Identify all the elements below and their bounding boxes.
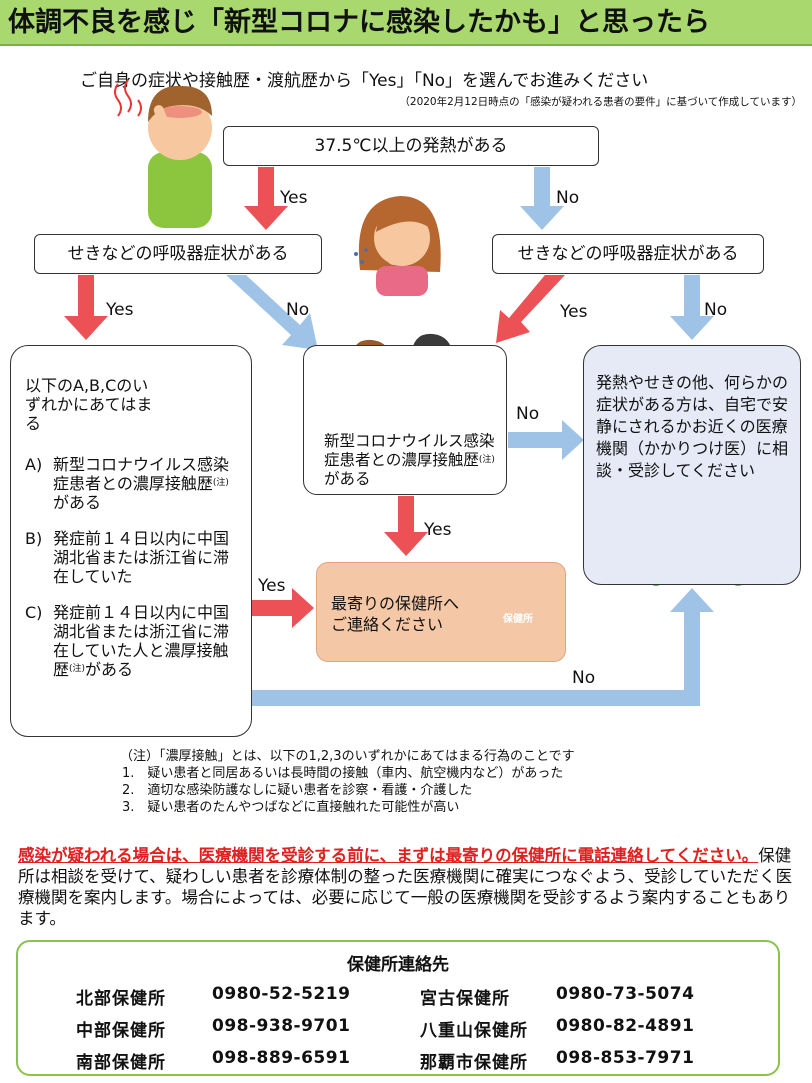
health-center-box: 最寄りの保健所へ ご連絡ください	[316, 562, 566, 662]
label-yes: Yes	[424, 520, 452, 540]
abc-letter: A)	[25, 455, 43, 474]
abc-heading: 以下のA,B,Cのいずれかにあてはまる	[25, 376, 153, 433]
question-cough-right: せきなどの呼吸器症状がある	[492, 234, 764, 274]
arrow-yes-fever	[244, 167, 288, 230]
intro-text: ご自身の症状や接触歴・渡航歴から「Yes」「No」を選んでお進みください	[80, 71, 649, 91]
abc-text: 発症前１４日以内に中国湖北省または浙江省に滞在していた人と濃厚接触歴	[53, 603, 230, 679]
label-no: No	[556, 188, 580, 208]
contact-name: 南部保健所	[76, 1053, 166, 1073]
arrow-no-fever	[520, 167, 564, 230]
arrow-no-abc	[252, 588, 714, 706]
label-no: No	[516, 404, 540, 424]
warning-red-text: 感染が疑われる場合は、医療機関を受診する前に、まずは最寄りの保健所に電話連絡して…	[18, 846, 759, 865]
health-center-contacts: 保健所連絡先 北部保健所 0980-52-5219 宮古保健所 0980-73-…	[16, 940, 780, 1076]
contact-row: 宮古保健所 0980-73-5074	[420, 984, 694, 1009]
contact-name: 八重山保健所	[420, 1021, 528, 1041]
footnote-item: 1. 疑い患者と同居あるいは長時間の接触（車内、航空機内など）があった	[122, 766, 564, 781]
health-center-sign: 保健所	[503, 614, 533, 625]
note-mark: (注)	[69, 664, 86, 674]
other-symptoms-box: 発熱やせきの他、何らかの症状がある方は、自宅で安静にされるかお近くの医療機関（か…	[583, 345, 801, 585]
contact-row: 那覇市保健所 098-853-7971	[420, 1048, 694, 1073]
footnote: （注）「濃厚接触」とは、以下の1,2,3のいずれかにあてはまる行為のことです 1…	[120, 748, 575, 816]
question-cough-left: せきなどの呼吸器症状がある	[34, 234, 322, 274]
question-fever: 37.5℃以上の発熱がある	[223, 126, 599, 166]
contact-row: 中部保健所 098-938-9701	[76, 1016, 350, 1041]
arrow-yes-cough-right	[496, 275, 565, 343]
arrow-no-cough-right	[670, 275, 714, 340]
arrow-yes-abc	[252, 588, 314, 628]
coughing-woman-illustration	[354, 196, 441, 296]
page-title: 体調不良を感じ「新型コロナに感染したかも」と思ったら	[0, 0, 812, 46]
label-yes: Yes	[258, 576, 286, 596]
note-mark: (注)	[212, 478, 229, 488]
abc-letter: C)	[25, 603, 43, 622]
contact-phone: 0980-73-5074	[556, 984, 695, 1004]
contact-name: 中部保健所	[76, 1021, 166, 1041]
arrow-yes-cough-left	[64, 275, 108, 340]
arrow-yes-contact	[384, 496, 428, 556]
arrow-no-cough-left	[226, 275, 318, 350]
contact-phone: 0980-52-5219	[212, 984, 351, 1004]
abc-text: 新型コロナウイルス感染症患者との濃厚接触歴	[53, 455, 230, 493]
arrow-no-contact	[508, 420, 584, 460]
footnote-item: 2. 適切な感染防護なしに疑い患者を診察・看護・介護した	[122, 783, 473, 798]
other-symptoms-text: 発熱やせきの他、何らかの症状がある方は、自宅で安静にされるかお近くの医療機関（か…	[596, 373, 789, 480]
contact-name: 北部保健所	[76, 989, 166, 1009]
label-no: No	[286, 300, 310, 320]
health-center-line1: 最寄りの保健所へ	[331, 594, 460, 613]
abc-tail: がある	[53, 493, 102, 512]
contacts-title: 保健所連絡先	[347, 955, 449, 975]
abc-item-b: B) 発症前１４日以内に中国湖北省または浙江省に滞在していた	[25, 529, 241, 586]
abc-item-c: C) 発症前１４日以内に中国湖北省または浙江省に滞在していた人と濃厚接触歴(注)…	[25, 603, 241, 679]
contact-phone: 098-938-9701	[212, 1016, 351, 1036]
warning-paragraph: 感染が疑われる場合は、医療機関を受診する前に、まずは最寄りの保健所に電話連絡して…	[18, 845, 798, 929]
contact-history-box: 新型コロナウイルス感染症患者との濃厚接触歴(注) がある	[303, 345, 507, 495]
contact-tail: がある	[324, 470, 371, 488]
abc-letter: B)	[25, 529, 43, 548]
label-no: No	[704, 300, 728, 320]
fever-man-illustration	[114, 79, 212, 228]
footnote-heading: （注）「濃厚接触」とは、以下の1,2,3のいずれかにあてはまる行為のことです	[120, 749, 575, 764]
abc-criteria-box: 以下のA,B,Cのいずれかにあてはまる A) 新型コロナウイルス感染症患者との濃…	[10, 345, 252, 737]
label-yes: Yes	[280, 188, 308, 208]
health-center-line2: ご連絡ください	[331, 615, 444, 634]
abc-item-a: A) 新型コロナウイルス感染症患者との濃厚接触歴(注) がある	[25, 455, 241, 512]
contact-phone: 098-853-7971	[556, 1048, 695, 1068]
contact-name: 宮古保健所	[420, 989, 510, 1009]
contact-name: 那覇市保健所	[420, 1053, 528, 1073]
contact-row: 南部保健所 098-889-6591	[76, 1048, 350, 1073]
label-no: No	[572, 668, 596, 688]
abc-tail: がある	[85, 660, 134, 679]
contact-phone: 0980-82-4891	[556, 1016, 695, 1036]
date-note: （2020年2月12日時点の「感染が疑われる患者の要件」に基づいて作成しています…	[399, 96, 802, 108]
contact-row: 八重山保健所 0980-82-4891	[420, 1016, 694, 1041]
label-yes: Yes	[560, 302, 588, 322]
footnote-item: 3. 疑い患者のたんやつばなどに直接触れた可能性が高い	[122, 800, 460, 815]
warning-body: 保健所は相談を受けて、疑わしい患者を診療体制の整った医療機関に確実につなぐよう、…	[18, 846, 793, 928]
contact-row: 北部保健所 0980-52-5219	[76, 984, 350, 1009]
contact-text: 新型コロナウイルス感染症患者との濃厚接触歴	[324, 432, 495, 469]
abc-text: 発症前１４日以内に中国湖北省または浙江省に滞在していた	[53, 529, 230, 586]
note-mark: (注)	[478, 455, 495, 465]
label-yes: Yes	[106, 300, 134, 320]
contact-phone: 098-889-6591	[212, 1048, 351, 1068]
